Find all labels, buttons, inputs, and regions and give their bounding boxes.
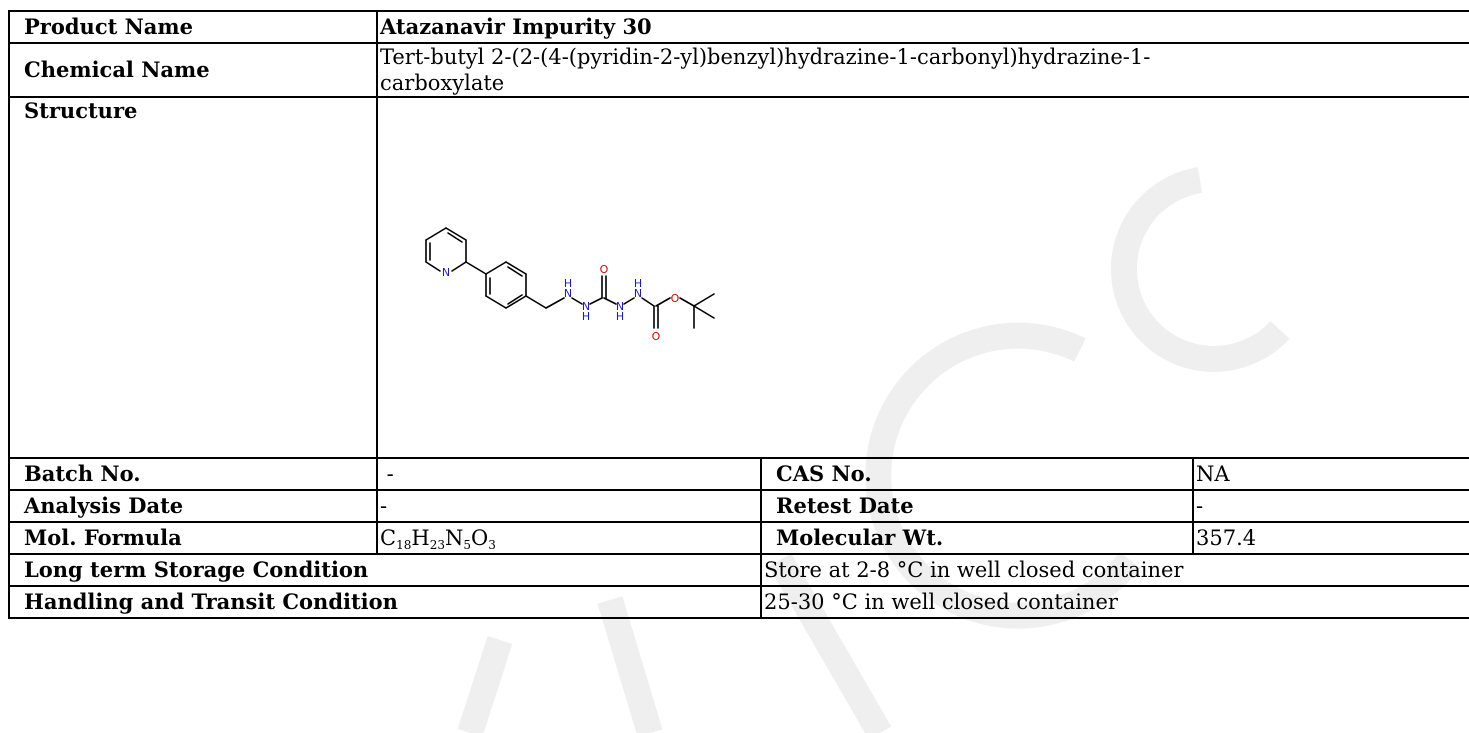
chemical-name-value: Tert-butyl 2-(2-(4-(pyridin-2-yl)benzyl)… bbox=[376, 42, 1469, 98]
analysis-date-value: - bbox=[376, 489, 762, 523]
atom-nh-2: N bbox=[582, 300, 590, 313]
structure-label: Structure bbox=[8, 96, 378, 459]
row-product-name: Product Name Atazanavir Impurity 30 bbox=[8, 10, 1469, 44]
handling-value: 25-30 °C in well closed container bbox=[760, 585, 1469, 619]
atom-h-2: H bbox=[582, 310, 590, 323]
atom-o-1: O bbox=[600, 263, 609, 276]
row-structure: Structure bbox=[8, 96, 1469, 459]
chemical-structure-image: N N H N H N H N H O O O bbox=[425, 227, 715, 343]
atom-o-2: O bbox=[652, 330, 661, 343]
row-handling: Handling and Transit Condition 25-30 °C … bbox=[8, 585, 1469, 619]
atom-n-pyridine: N bbox=[442, 266, 450, 279]
product-name-label: Product Name bbox=[8, 10, 378, 44]
storage-value: Store at 2-8 °C in well closed container bbox=[760, 553, 1469, 587]
analysis-date-label: Analysis Date bbox=[8, 489, 378, 523]
cas-no-value: NA bbox=[1192, 457, 1469, 491]
atom-nh-1: N bbox=[564, 287, 572, 300]
molecular-wt-value: 357.4 bbox=[1192, 521, 1469, 555]
coa-table: Product Name Atazanavir Impurity 30 Chem… bbox=[8, 10, 1469, 619]
cas-no-label: CAS No. bbox=[760, 457, 1194, 491]
row-analysis: Analysis Date - Retest Date - bbox=[8, 489, 1469, 523]
storage-label: Long term Storage Condition bbox=[8, 553, 762, 587]
formula-h-count: 23 bbox=[429, 538, 445, 552]
formula-c: C bbox=[380, 526, 397, 550]
atom-h-1: H bbox=[564, 277, 572, 290]
chemical-name-label: Chemical Name bbox=[8, 42, 378, 98]
product-name-value: Atazanavir Impurity 30 bbox=[376, 10, 1469, 44]
handling-label: Handling and Transit Condition bbox=[8, 585, 762, 619]
atom-h-4: H bbox=[634, 277, 642, 290]
batch-no-value: - bbox=[376, 457, 762, 491]
row-chemical-name: Chemical Name Tert-butyl 2-(2-(4-(pyridi… bbox=[8, 42, 1469, 98]
retest-date-value: - bbox=[1192, 489, 1469, 523]
mol-formula-value: C18H23N5O3 bbox=[376, 521, 762, 555]
formula-o-count: 3 bbox=[488, 538, 496, 552]
atom-nh-4: N bbox=[634, 287, 642, 300]
formula-n-count: 5 bbox=[463, 538, 471, 552]
mol-formula-label: Mol. Formula bbox=[8, 521, 378, 555]
structure-cell: N N H N H N H N H O O O bbox=[376, 96, 1469, 459]
atom-h-3: H bbox=[616, 310, 624, 323]
formula-o: O bbox=[470, 526, 489, 550]
formula-h: H bbox=[411, 526, 430, 550]
retest-date-label: Retest Date bbox=[760, 489, 1194, 523]
molecular-wt-label: Molecular Wt. bbox=[760, 521, 1194, 555]
atom-o-3: O bbox=[671, 292, 680, 305]
batch-no-label: Batch No. bbox=[8, 457, 378, 491]
row-formula: Mol. Formula C18H23N5O3 Molecular Wt. 35… bbox=[8, 521, 1469, 555]
row-storage: Long term Storage Condition Store at 2-8… bbox=[8, 553, 1469, 587]
formula-n: N bbox=[444, 526, 464, 550]
formula-c-count: 18 bbox=[396, 538, 412, 552]
atom-nh-3: N bbox=[616, 300, 624, 313]
row-batch: Batch No. - CAS No. NA bbox=[8, 457, 1469, 491]
